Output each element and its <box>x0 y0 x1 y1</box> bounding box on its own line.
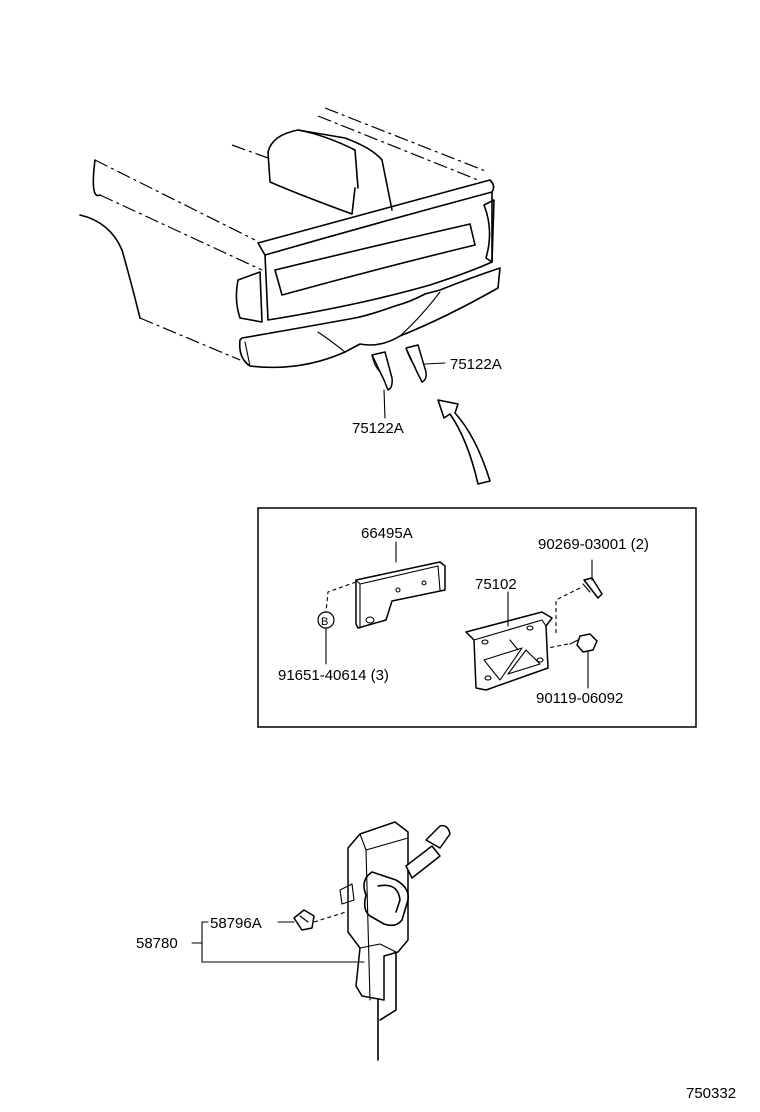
truck-rear-illustration <box>79 107 501 419</box>
plate-bracket-75102-shape <box>465 611 553 691</box>
callout-90269-03001: 90269-03001 (2) <box>538 536 649 553</box>
callout-90119-06092: 90119-06092 <box>536 690 623 707</box>
callout-58796a: 58796A <box>210 915 262 932</box>
clip-marker-label: B <box>321 616 328 628</box>
bracket-66495a-shape <box>355 561 446 629</box>
callout-75122a-left: 75122A <box>352 420 404 437</box>
callout-66495a: 66495A <box>361 525 413 542</box>
callout-91651-40614: 91651-40614 (3) <box>278 667 389 684</box>
callout-58780: 58780 <box>136 935 178 952</box>
bolt-shape <box>569 633 598 653</box>
page-code: 750332 <box>686 1085 736 1102</box>
bumper-strip-right-shape <box>405 344 427 383</box>
detail-box <box>257 507 697 728</box>
callout-75122a-right: 75122A <box>450 356 502 373</box>
bumper-strip-left-shape <box>371 351 393 391</box>
hitch-clip-shape <box>293 909 315 931</box>
callout-75102: 75102 <box>475 576 517 593</box>
view-arrow-icon <box>437 399 491 485</box>
hitch-assembly-illustration <box>339 821 451 1061</box>
screw-shape <box>582 577 603 599</box>
